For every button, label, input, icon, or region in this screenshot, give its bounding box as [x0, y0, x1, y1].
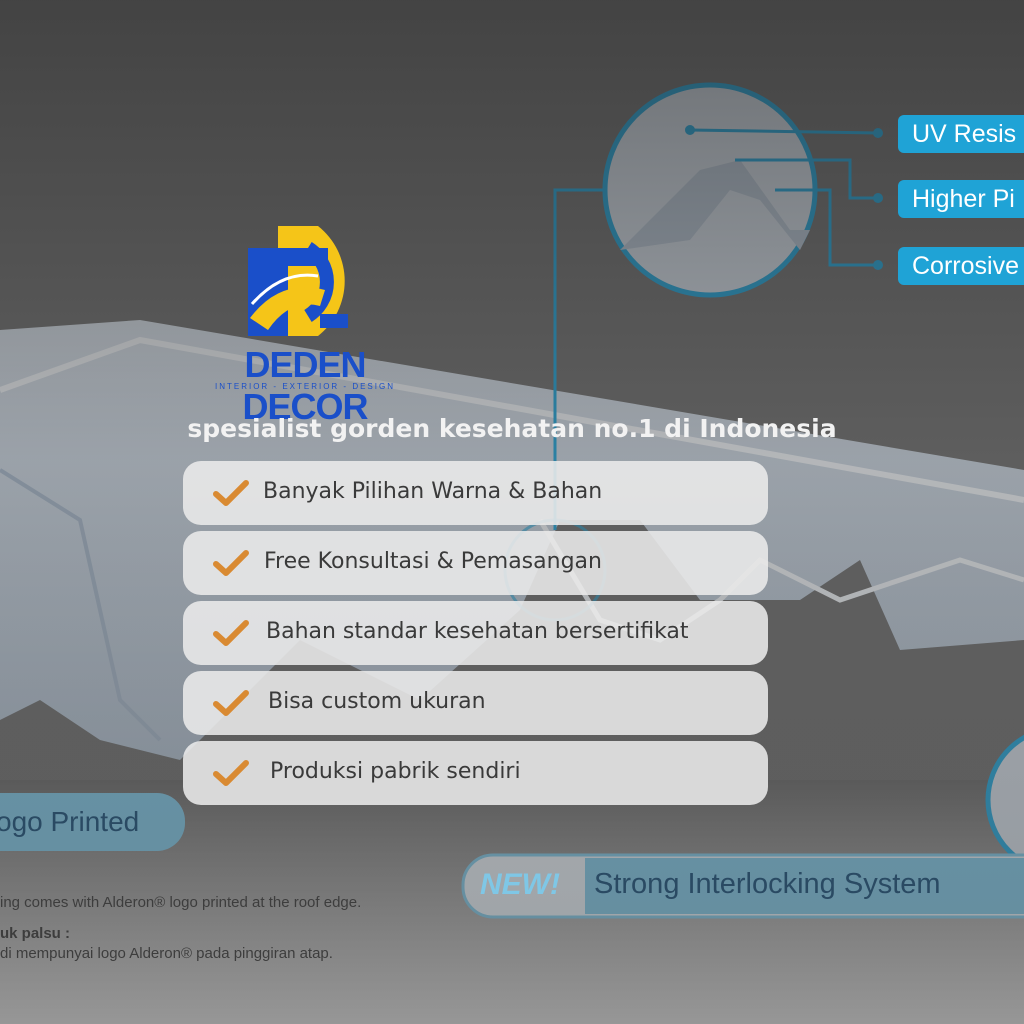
feature-item: Produksi pabrik sendiri [183, 741, 768, 805]
note-line-1: ing comes with Alderon® logo printed at … [0, 894, 362, 911]
checkmark-icon [213, 760, 249, 786]
callout-uv-resistant: UV Resis [898, 115, 1024, 153]
feature-label: Banyak Pilihan Warna & Bahan [263, 479, 603, 504]
checkmark-icon [213, 550, 249, 576]
brand-subtitle: INTERIOR - EXTERIOR - DESIGN [214, 382, 395, 391]
checkmark-icon [213, 620, 249, 646]
new-badge: NEW! [480, 868, 560, 901]
brand-name: DEDEN DECOR [242, 344, 368, 427]
feature-item: Free Konsultasi & Pemasangan [183, 531, 768, 595]
note-line-3: di mempunyai logo Alderon® pada pinggira… [0, 945, 333, 962]
callout-corrosive: Corrosive [898, 247, 1024, 285]
logo-printed-badge: ogo Printed [0, 806, 140, 837]
feature-label: Bahan standar kesehatan bersertifikat [266, 619, 689, 644]
note-line-2: uk palsu : [0, 925, 71, 942]
feature-label: Produksi pabrik sendiri [270, 759, 521, 784]
feature-item: Bahan standar kesehatan bersertifikat [183, 601, 768, 665]
feature-item: Banyak Pilihan Warna & Bahan [183, 461, 768, 525]
tagline: spesialist gorden kesehatan no.1 di Indo… [187, 414, 837, 443]
interlocking-badge-label: Strong Interlocking System [594, 868, 941, 900]
checkmark-icon [213, 690, 249, 716]
feature-label: Bisa custom ukuran [268, 689, 486, 714]
feature-label: Free Konsultasi & Pemasangan [264, 549, 602, 574]
feature-item: Bisa custom ukuran [183, 671, 768, 735]
checkmark-icon [213, 480, 249, 506]
deden-decor-logo-icon [248, 226, 348, 336]
callout-higher-pitch: Higher Pi [898, 180, 1024, 218]
